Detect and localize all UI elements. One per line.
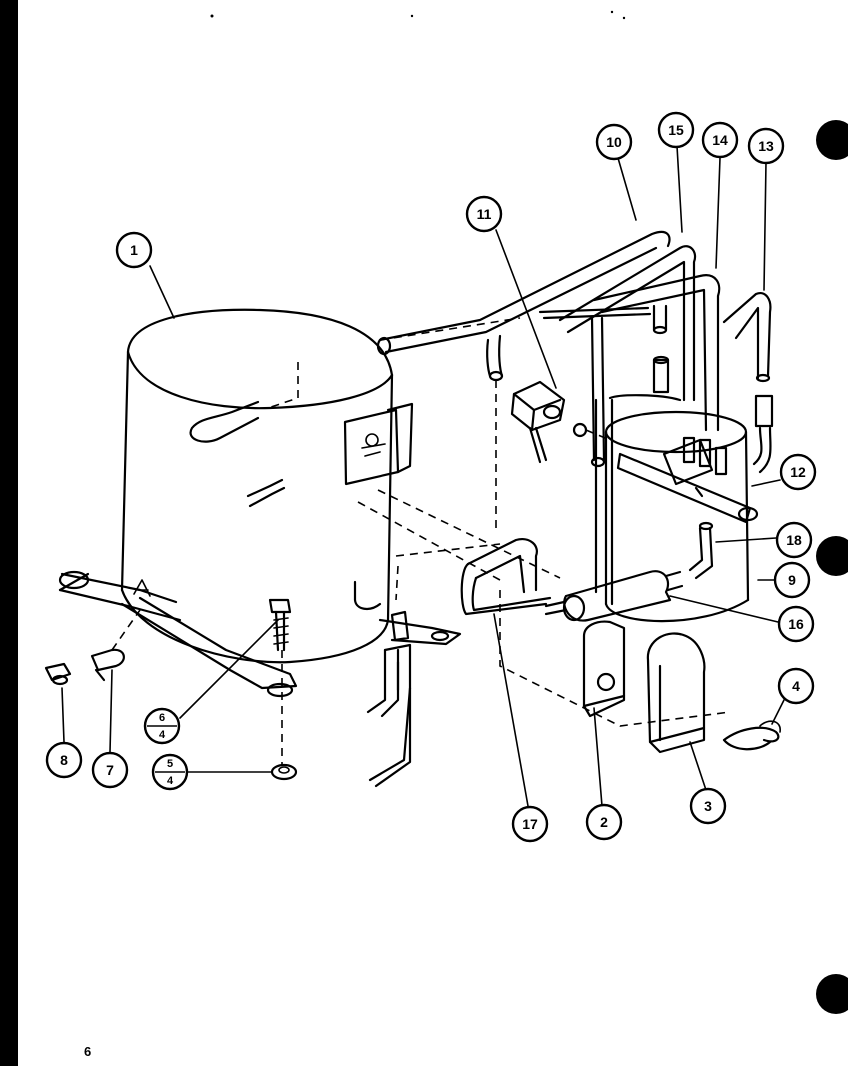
mounting-base <box>58 570 462 698</box>
page-number: 6 <box>84 1044 91 1059</box>
solenoid-coil <box>510 380 611 464</box>
callout-14: 14 <box>701 121 739 159</box>
callout-6-over-4-top: 6 <box>159 712 165 724</box>
punch-hole-middle <box>816 536 848 576</box>
filter-drier <box>544 570 684 622</box>
callout-9: 9 <box>773 561 811 599</box>
callout-12: 12 <box>779 453 817 491</box>
u-tube <box>460 538 552 616</box>
dash-line-bracket-b <box>377 489 561 579</box>
leader-lines <box>61 145 785 807</box>
dash-line-cover <box>495 380 731 727</box>
callout-13: 13 <box>747 127 785 165</box>
callout-7: 7 <box>91 751 129 789</box>
terminal-clip <box>90 648 125 682</box>
callout-16-label: 16 <box>788 616 804 632</box>
dash-line-bracket-c <box>395 543 501 557</box>
reversing-valve <box>616 436 759 580</box>
callout-1-label: 1 <box>130 242 138 258</box>
dash-line-bracket-a <box>357 501 501 581</box>
callout-5-over-4: 5 4 <box>151 753 189 791</box>
dash-line-stub <box>395 565 399 601</box>
binding-bar <box>0 0 18 1066</box>
callout-12-label: 12 <box>790 464 806 480</box>
callout-14-label: 14 <box>712 132 728 148</box>
callout-5-over-4-bottom: 4 <box>167 775 174 787</box>
callout-18-label: 18 <box>786 532 802 548</box>
callout-6-over-4: 6 4 <box>143 707 181 745</box>
callout-11: 11 <box>465 195 503 233</box>
callout-11-label: 11 <box>477 206 492 222</box>
callout-8: 8 <box>45 741 83 779</box>
grommet <box>270 763 298 781</box>
callout-7-label: 7 <box>106 762 114 778</box>
callout-8-label: 8 <box>60 752 68 768</box>
nut <box>44 662 72 686</box>
dash-line-top <box>267 362 299 409</box>
callout-15-label: 15 <box>668 122 684 138</box>
callout-2-label: 2 <box>600 814 608 830</box>
callout-17-label: 17 <box>522 816 538 832</box>
callout-15: 15 <box>657 111 695 149</box>
callout-3-label: 3 <box>704 798 712 814</box>
cover-bracket <box>582 620 626 718</box>
mounting-bolt <box>268 598 292 652</box>
punch-hole-bottom <box>816 974 848 1014</box>
accumulator <box>594 394 750 623</box>
callout-17: 17 <box>511 805 549 843</box>
callout-3: 3 <box>689 787 727 825</box>
callout-4: 4 <box>777 667 815 705</box>
tubing-set <box>376 230 774 474</box>
dash-line-dome <box>379 317 521 341</box>
callout-1: 1 <box>115 231 153 269</box>
callout-18: 18 <box>775 521 813 559</box>
callout-16: 16 <box>777 605 815 643</box>
dash-line-clip <box>111 609 141 651</box>
callout-4-label: 4 <box>792 678 800 694</box>
terminal-cover <box>646 632 706 754</box>
callout-2: 2 <box>585 803 623 841</box>
callout-6-over-4-bottom: 4 <box>159 729 166 741</box>
callout-10: 10 <box>595 123 633 161</box>
callout-13-label: 13 <box>758 138 774 154</box>
callout-5-over-4-top: 5 <box>167 758 173 770</box>
retaining-clip <box>722 720 781 751</box>
callout-10-label: 10 <box>606 134 622 150</box>
callout-9-label: 9 <box>788 572 796 588</box>
punch-hole-top <box>816 120 848 160</box>
